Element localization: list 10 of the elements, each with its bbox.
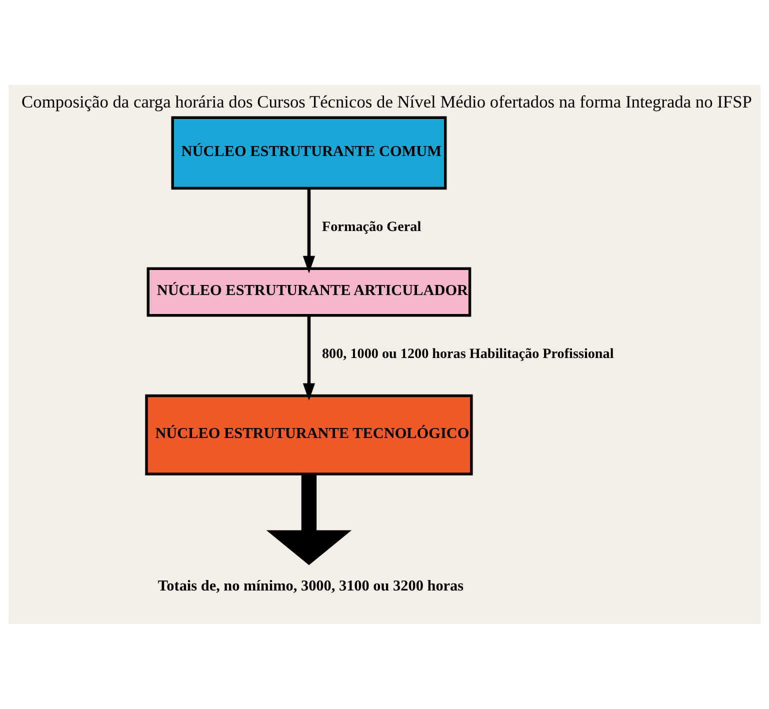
node-box: NÚCLEO ESTRUTURANTE ARTICULADOR [146, 267, 472, 317]
node-box: NÚCLEO ESTRUTURANTE COMUM [171, 116, 447, 190]
arrow [266, 474, 352, 566]
node-box: NÚCLEO ESTRUTURANTE TECNOLÓGICO [145, 394, 473, 476]
arrow [302, 315, 316, 401]
edge-label: 800, 1000 ou 1200 horas Habilitação Profissional [322, 346, 614, 362]
edge-label: Formação Geral [322, 219, 422, 236]
node-text: Totais de, no mínimo, 3000, 3100 ou 3200 horas [158, 578, 464, 595]
diagram-title: Composição da carga horária dos Cursos Técnicos de Nível Médio ofertados na forma Integrada no IFSP [22, 92, 752, 112]
arrow [302, 188, 316, 274]
